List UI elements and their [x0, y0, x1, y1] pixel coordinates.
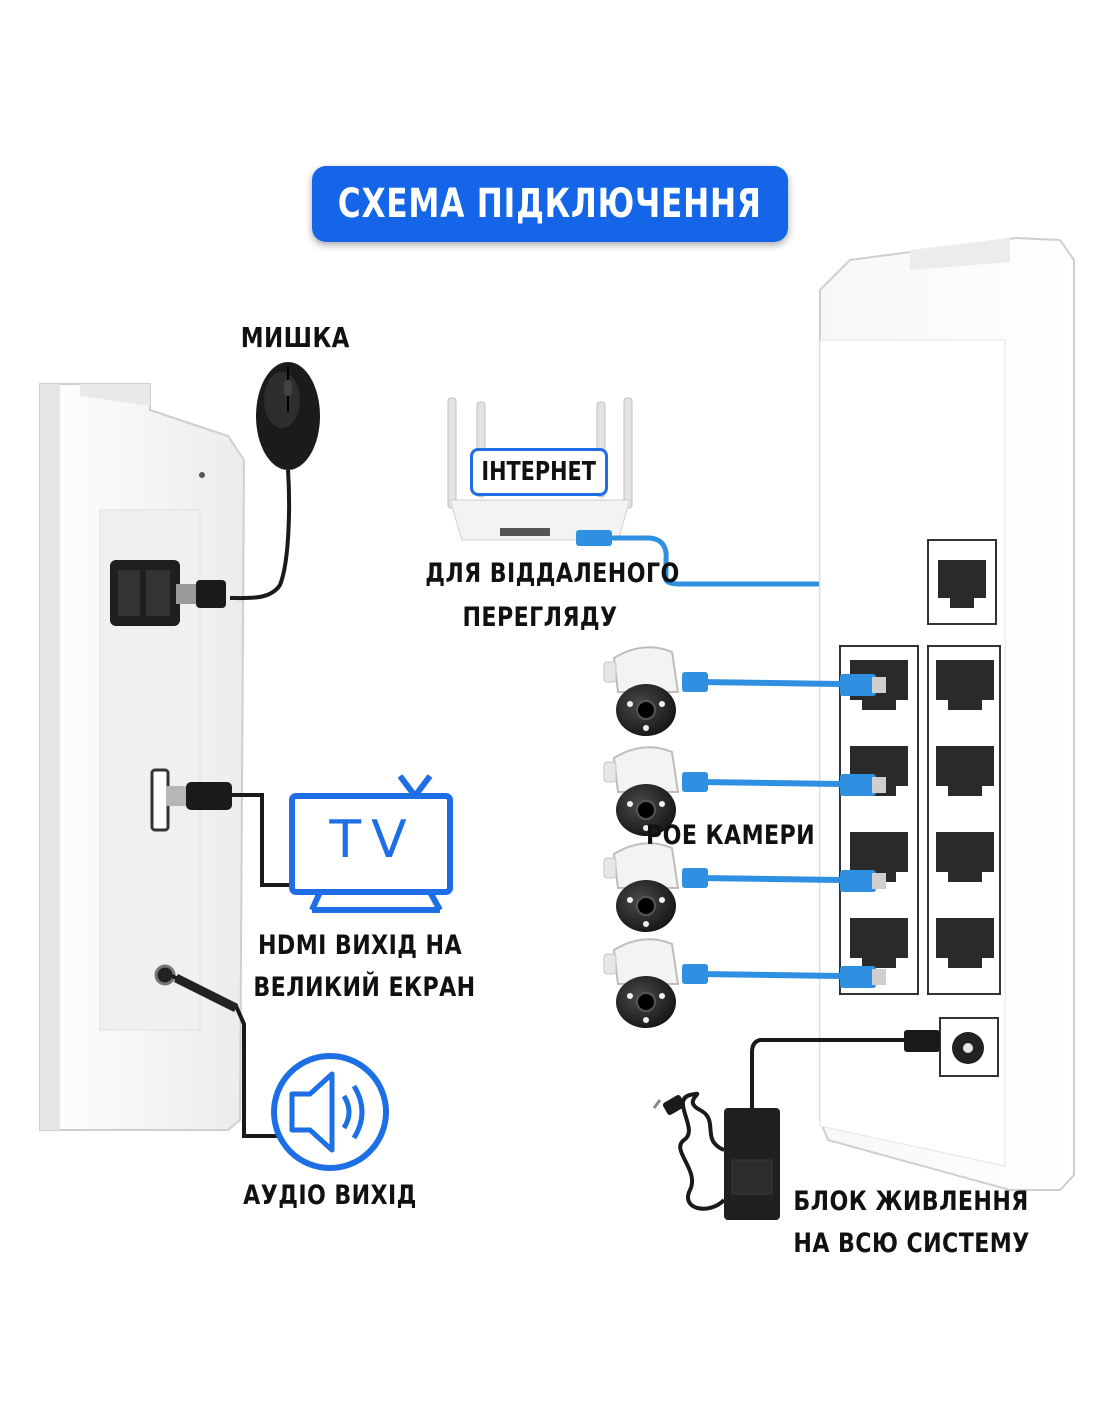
poe-camera-icon [603, 646, 680, 736]
power-adapter-icon [652, 1091, 780, 1220]
poe-camera-icon [603, 842, 680, 932]
camera-cable [682, 964, 886, 988]
poe-camera-icon [603, 938, 680, 1028]
title-banner: СХЕМА ПІДКЛЮЧЕННЯ [312, 166, 788, 242]
camera-cable [682, 868, 886, 892]
internet-label: ІНТЕРНЕТ [481, 457, 597, 487]
poe-camera-icon [603, 746, 680, 836]
hdmi-port-icon [150, 768, 170, 832]
mouse-label: МИШКА [240, 321, 350, 354]
power-supply-label-line2: НА ВСЮ СИСТЕМУ [793, 1228, 1030, 1259]
tv-icon [289, 774, 453, 913]
mouse-icon [256, 362, 320, 470]
ethernet-port-icon [936, 746, 994, 796]
ethernet-port-icon [936, 918, 994, 968]
speaker-icon [271, 1053, 389, 1171]
power-supply-label-line1: БЛОК ЖИВЛЕННЯ [793, 1186, 1029, 1217]
ethernet-port-icon [850, 832, 908, 882]
remote-view-label-line1: ДЛЯ ВІДДАЛЕНОГО [425, 558, 680, 589]
ethernet-port-icon [927, 539, 997, 625]
tv-screen-text: TV [329, 810, 417, 870]
nvr-back-panel [819, 236, 1075, 1191]
usb-port-icon [110, 560, 180, 626]
ethernet-port-icon [936, 660, 994, 710]
camera-cable [682, 772, 886, 796]
camera-cable [682, 672, 886, 696]
poe-cameras [603, 646, 886, 1028]
hdmi-label-line2: ВЕЛИКИЙ ЕКРАН [253, 972, 476, 1003]
hdmi-label-line1: HDMI ВИХІД НА [257, 930, 463, 961]
page-title: СХЕМА ПІДКЛЮЧЕННЯ [338, 181, 762, 227]
nvr-side-panel [39, 383, 246, 1131]
internet-badge: ІНТЕРНЕТ [470, 448, 608, 496]
poe-cameras-label: POE КАМЕРИ [646, 820, 816, 851]
audio-out-label: АУДІО ВИХІД [243, 1180, 417, 1211]
remote-view-label-line2: ПЕРЕГЛЯДУ [462, 602, 618, 633]
ethernet-port-icon [936, 832, 994, 882]
ethernet-port-icon [850, 918, 908, 968]
